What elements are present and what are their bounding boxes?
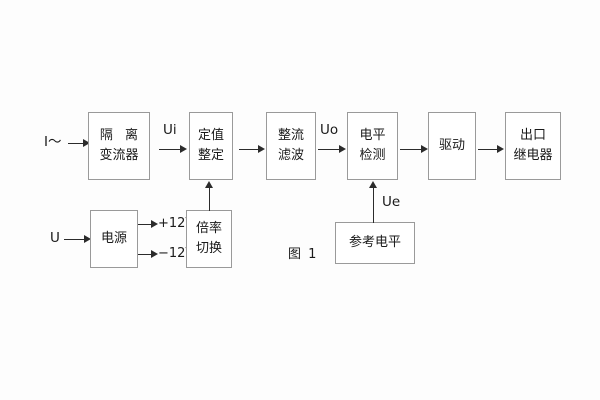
block-output-relay-line-1: 继电器 xyxy=(513,148,553,163)
block-level-detect: 电平 检测 xyxy=(347,112,398,180)
arrow-setting-to-rectify xyxy=(239,142,267,156)
block-output-relay: 出口 继电器 xyxy=(505,112,561,180)
arrow-ratio-switch-to-setting xyxy=(203,181,215,211)
arrow-reference-to-level-detect xyxy=(367,181,379,223)
signal-ue-label: Ue xyxy=(382,194,401,210)
block-power-supply-line-0: 电源 xyxy=(100,230,127,246)
block-reference-level-line-0: 参考电平 xyxy=(348,234,401,250)
current-input-label: I～ xyxy=(44,134,62,150)
signal-ui-label: Ui xyxy=(163,122,177,138)
arrow-level-detect-to-drive xyxy=(400,142,430,156)
voltage-input-label: U xyxy=(50,230,60,246)
rail-positive-label: +12V xyxy=(158,216,195,231)
arrow-rail-positive xyxy=(138,218,162,230)
signal-uo-label: Uo xyxy=(320,122,339,138)
block-level-detect-line-1: 检测 xyxy=(359,148,386,163)
block-drive: 驱动 xyxy=(428,112,476,180)
block-ratio-switch: 倍率 切换 xyxy=(186,210,232,268)
block-reference-level: 参考电平 xyxy=(335,222,415,264)
block-ratio-switch-line-1: 切换 xyxy=(195,241,222,256)
block-rectify-filter: 整流 滤波 xyxy=(266,112,316,180)
block-setting-line-0: 定值 xyxy=(197,127,224,143)
arrow-rectify-to-level-detect xyxy=(318,142,348,156)
block-drive-line-0: 驱动 xyxy=(438,137,465,153)
arrow-drive-to-output-relay xyxy=(478,142,506,156)
block-isolation-ct-line-1: 变流器 xyxy=(99,148,139,163)
block-setting-line-1: 整定 xyxy=(197,148,224,163)
block-output-relay-line-0: 出口 xyxy=(519,127,546,143)
rail-negative-label: −12V xyxy=(158,246,195,261)
arrow-isolation-to-setting xyxy=(159,142,189,156)
block-rectify-filter-line-0: 整流 xyxy=(277,127,304,143)
block-setting: 定值 整定 xyxy=(189,112,233,180)
block-isolation-ct-line-0: 隔 离 xyxy=(99,127,143,143)
block-rectify-filter-line-1: 滤波 xyxy=(277,148,304,163)
block-level-detect-line-0: 电平 xyxy=(359,127,386,143)
arrow-current-to-isolation xyxy=(68,136,90,150)
block-power-supply: 电源 xyxy=(90,210,138,268)
block-ratio-switch-line-0: 倍率 xyxy=(195,220,222,236)
block-isolation-ct: 隔 离 变流器 xyxy=(88,112,150,180)
arrow-voltage-to-power-supply xyxy=(64,232,92,246)
arrow-rail-negative xyxy=(138,248,162,260)
figure-caption: 图 1 xyxy=(288,247,318,262)
